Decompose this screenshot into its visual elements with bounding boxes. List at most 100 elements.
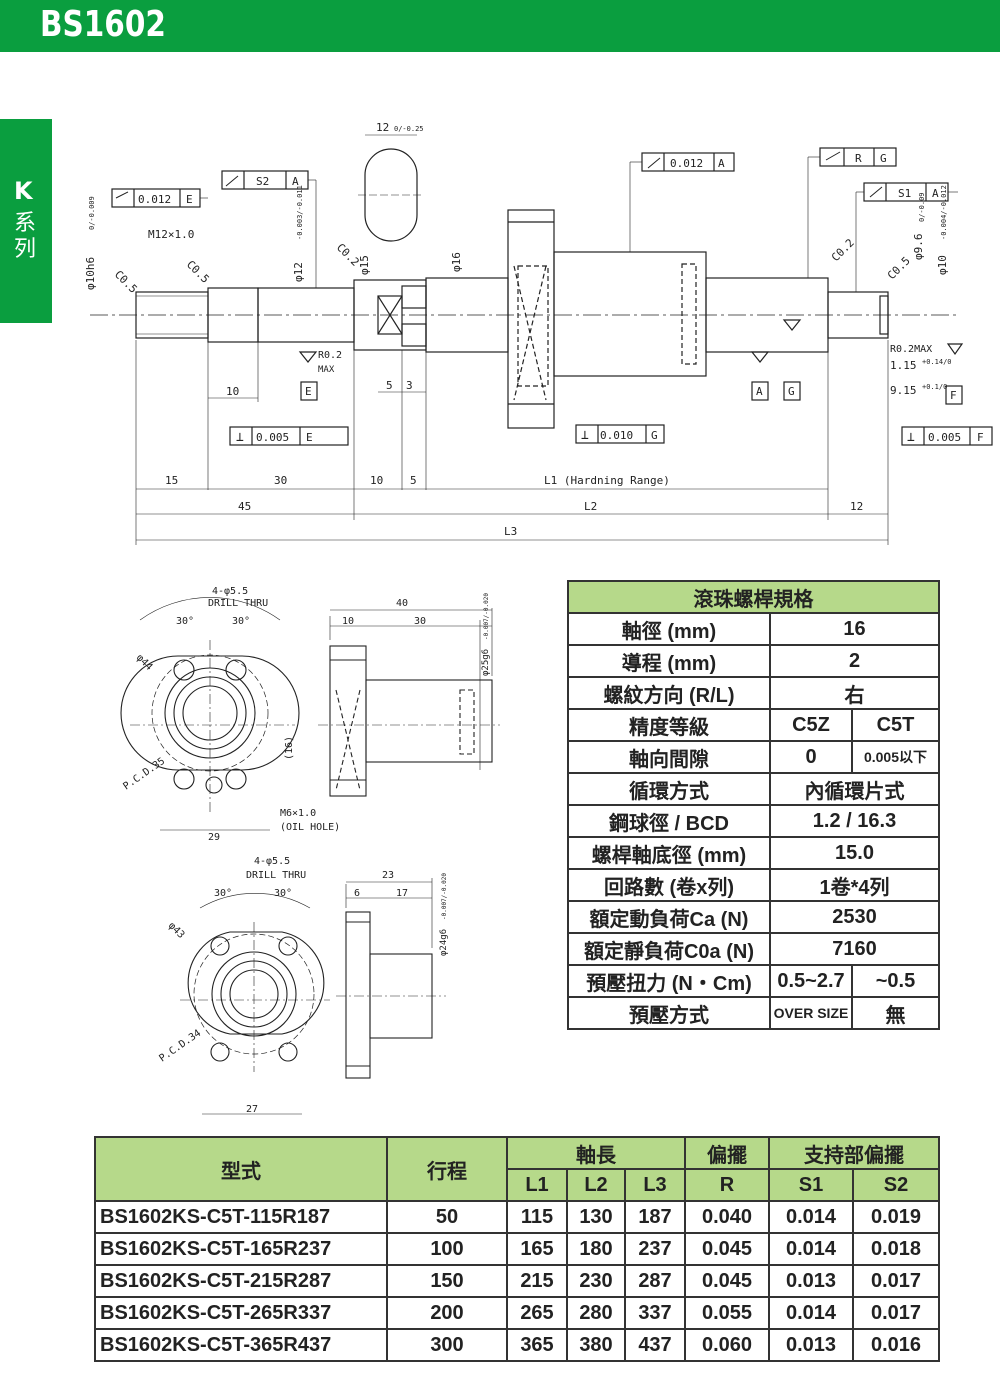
- dim-d96-tol: 0/-0.09: [918, 192, 926, 222]
- table-row: 循環方式內循環片式: [567, 772, 940, 806]
- fcf-s1-ref: A: [932, 187, 939, 200]
- nut2-dia: φ43: [166, 920, 187, 941]
- dim-c02b: C0.2: [829, 236, 857, 264]
- fcf-perp3-ref: F: [977, 431, 984, 444]
- fcf-perp2-ref: G: [651, 429, 658, 442]
- fcf-s2-label: S2: [256, 175, 269, 188]
- dim-d12: φ12: [292, 262, 305, 282]
- dim-12: 12: [850, 500, 863, 513]
- fcf-perp3-value: 0.005: [928, 431, 961, 444]
- dim-5-top: 5: [386, 379, 393, 392]
- dim-d16: φ16: [450, 252, 463, 272]
- dim-c05c: C0.5: [885, 254, 913, 282]
- table-row: 預壓扭力 (N・Cm)0.5~2.7~0.5: [567, 964, 940, 998]
- col-s2: S2: [852, 1168, 940, 1202]
- nut1-angle-b: 30°: [232, 616, 250, 627]
- spec-table-title: 滾珠螺桿規格: [567, 580, 940, 614]
- nut1-dia: φ44: [134, 652, 155, 673]
- nut-drawing-2: 4-φ5.5 DRILL THRU 30° 30° φ43 P.C.D.34 2…: [157, 856, 449, 1115]
- fcf-g-label: G: [880, 152, 887, 165]
- dim-d10b: φ10: [936, 255, 949, 275]
- col-shaft-len: 軸長: [506, 1136, 686, 1170]
- dim-w12-tol: 0/-0.25: [394, 125, 424, 133]
- table-row: 軸徑 (mm)16: [567, 612, 940, 646]
- fcf-r-label: R: [855, 152, 862, 165]
- fcf-perp2-value: 0.010: [600, 429, 633, 442]
- dim-d12-tol: -0.003/-0.011: [296, 185, 304, 240]
- col-l3: L3: [624, 1168, 686, 1202]
- nut2-pcd: P.C.D.34: [157, 1028, 203, 1065]
- nut1-w40: 40: [396, 598, 408, 609]
- fcf-runout-e-ref: E: [186, 193, 193, 206]
- dim-l2: L2: [584, 500, 597, 513]
- datum-g: G: [788, 385, 795, 398]
- datum-a: A: [756, 385, 763, 398]
- nut1-oil: (OIL HOLE): [280, 822, 340, 833]
- table-row: 螺紋方向 (R/L)右: [567, 676, 940, 710]
- dim-m12: M12×1.0: [148, 228, 194, 241]
- dim-l1: L1 (Hardning Range): [544, 474, 670, 487]
- col-r: R: [684, 1168, 770, 1202]
- nut1-angle-a: 30°: [176, 616, 194, 627]
- nut1-w29: 29: [208, 832, 220, 843]
- table-row: 額定動負荷Ca (N)2530: [567, 900, 940, 934]
- dim-d96: φ9.6: [912, 234, 925, 261]
- datum-e: E: [305, 385, 312, 398]
- nut-drawing-1: 4-φ5.5 DRILL THRU 30° 30° φ44 P.C.D.35 (…: [120, 586, 500, 843]
- nut1-m6: M6×1.0: [280, 808, 316, 819]
- page-header: BS1602: [0, 0, 1000, 52]
- col-support-runout: 支持部偏擺: [768, 1136, 940, 1170]
- dim-15: 15: [165, 474, 178, 487]
- model-table: 型式 行程 軸長 偏擺 支持部偏擺 L1 L2 L3 R S1 S2 BS160…: [94, 1136, 940, 1362]
- nut1-drill: DRILL THRU: [208, 598, 268, 609]
- spec-table: 滾珠螺桿規格 軸徑 (mm)16 導程 (mm)2 螺紋方向 (R/L)右 精度…: [567, 580, 940, 1030]
- series-label: 系列: [14, 211, 37, 262]
- svg-text:⊥: ⊥: [236, 430, 244, 445]
- fcf-s2-ref: A: [292, 175, 299, 188]
- nut1-holes: 4-φ5.5: [212, 586, 248, 597]
- note-r02max: R0.2MAX: [890, 344, 932, 355]
- dim-w115-tol: +0.14/0: [922, 358, 952, 366]
- nut2-d24: φ24g6: [439, 929, 449, 956]
- shaft-drawing: φ10h6 0/-0.009 C0.5 C0.5 M12×1.0 0.012 E…: [84, 121, 993, 545]
- col-l2: L2: [566, 1168, 626, 1202]
- dim-w12: 12: [376, 121, 389, 134]
- note-r02: R0.2: [318, 350, 342, 361]
- col-s1: S1: [768, 1168, 854, 1202]
- nut1-d25-tol: -0.007/-0.020: [483, 593, 490, 640]
- nut2-holes: 4-φ5.5: [254, 856, 290, 867]
- dim-d15: φ15: [358, 255, 371, 275]
- dim-d10h6-tol: 0/-0.009: [88, 196, 96, 230]
- nut2-w23: 23: [382, 870, 394, 881]
- fcf-runout-a-ref: A: [718, 157, 725, 170]
- page-title: BS1602: [40, 4, 166, 45]
- dim-3-top: 3: [406, 379, 413, 392]
- dim-d10b-tol: -0.004/-0.012: [940, 185, 948, 240]
- nut1-d25: φ25g6: [481, 649, 491, 676]
- nut1-w30: 30: [414, 616, 426, 627]
- fcf-runout-a-value: 0.012: [670, 157, 703, 170]
- dim-w915: 9.15: [890, 384, 917, 397]
- col-stroke: 行程: [386, 1136, 508, 1202]
- col-model: 型式: [94, 1136, 388, 1202]
- table-row: 螺桿軸底徑 (mm)15.0: [567, 836, 940, 870]
- table-row: 額定靜負荷C0a (N)7160: [567, 932, 940, 966]
- nut1-pcd: P.C.D.35: [121, 756, 167, 793]
- fcf-s1-label: S1: [898, 187, 911, 200]
- series-tab: K 系列: [0, 119, 52, 323]
- nut2-w17: 17: [396, 888, 408, 899]
- nut2-w6: 6: [354, 888, 360, 899]
- datum-f: F: [950, 389, 957, 402]
- fcf-runout-e-value: 0.012: [138, 193, 171, 206]
- dim-45: 45: [238, 500, 251, 513]
- nut2-drill: DRILL THRU: [246, 870, 306, 881]
- nut2-d24-tol: -0.007/-0.020: [441, 873, 448, 920]
